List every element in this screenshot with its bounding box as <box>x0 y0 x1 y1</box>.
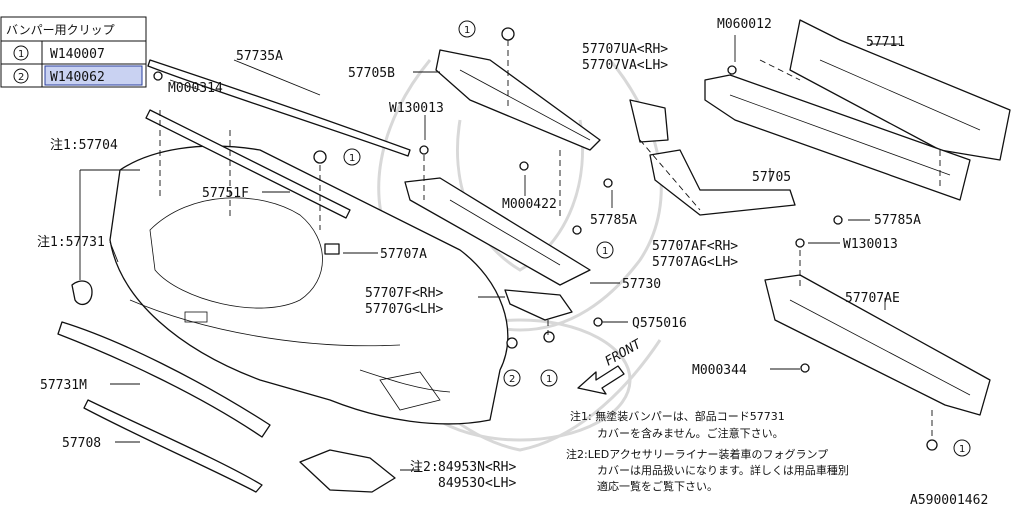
callout-clip1-far-right: 1 <box>959 444 965 455</box>
label-57707UA[interactable]: 57707UA<RH> <box>582 42 668 57</box>
part-57708-strip[interactable] <box>83 399 263 493</box>
clip-table-row2-highlight <box>44 65 143 86</box>
label-57731[interactable]: 注1:57731 <box>37 235 105 250</box>
label-note2-prefix: 注2: <box>410 460 439 475</box>
label-57708[interactable]: 57708 <box>62 436 101 451</box>
label-84953O[interactable]: 84953O<LH> <box>438 476 516 491</box>
note2-line3: 適応一覧をご覧下さい。 <box>597 479 718 493</box>
label-57707AF[interactable]: 57707AF<RH> <box>652 239 738 254</box>
part-57705-beam[interactable] <box>704 74 971 201</box>
callout-clip1-mid: 1 <box>349 153 355 164</box>
label-Q575016[interactable]: Q575016 <box>632 316 687 331</box>
label-57707F[interactable]: 57707F<RH> <box>365 286 443 301</box>
label-57707AE[interactable]: 57707AE <box>845 291 900 306</box>
label-M000314[interactable]: M000314 <box>168 81 223 96</box>
assembly-lines <box>159 40 941 440</box>
part-84953N-foglamp-cover[interactable] <box>299 449 396 493</box>
clip-table-title: バンパー用クリップ <box>6 23 115 37</box>
clip-table-row2-mark: 2 <box>18 72 24 83</box>
label-57707A[interactable]: 57707A <box>380 247 427 262</box>
label-W130013-a[interactable]: W130013 <box>389 101 444 116</box>
front-label: FRONT <box>603 336 645 369</box>
fasteners <box>153 27 938 451</box>
clip-table-row1-mark: 1 <box>18 49 24 60</box>
label-M060012[interactable]: M060012 <box>717 17 772 32</box>
label-57707VA[interactable]: 57707VA<LH> <box>582 58 668 73</box>
label-57785A-a[interactable]: 57785A <box>590 213 637 228</box>
label-57711[interactable]: 57711 <box>866 35 905 50</box>
part-57711-reinforcement[interactable] <box>789 19 1011 161</box>
clip-table-row2-code[interactable]: W140062 <box>50 70 105 85</box>
notes: 注1: 無塗装バンパーは、部品コード57731 カバーを含みません。ご注意下さい… <box>566 409 849 493</box>
part-57735A-strip[interactable] <box>147 59 411 157</box>
label-57785A-b[interactable]: 57785A <box>874 213 921 228</box>
part-57705B-beam[interactable] <box>435 49 601 151</box>
clip-callouts: 1 1 1 2 1 1 <box>343 20 971 457</box>
note1-line1: 注1: 無塗装バンパーは、部品コード57731 <box>570 409 785 423</box>
part-57730-absorber[interactable] <box>404 177 591 286</box>
label-57751F[interactable]: 57751F <box>202 186 249 201</box>
callout-clip1-bottom: 1 <box>546 374 552 385</box>
label-57735A[interactable]: 57735A <box>236 49 283 64</box>
part-57707A-clip[interactable] <box>324 243 340 255</box>
label-57730[interactable]: 57730 <box>622 277 661 292</box>
part-57751F-bracket[interactable] <box>145 109 351 219</box>
label-M000344[interactable]: M000344 <box>692 363 747 378</box>
part-57707AF-bracket[interactable] <box>649 149 796 216</box>
callout-clip1-top: 1 <box>464 25 470 36</box>
label-57705B[interactable]: 57705B <box>348 66 395 81</box>
label-84953N[interactable]: 84953N<RH> <box>438 460 516 475</box>
note1-line2: カバーを含みません。ご注意下さい。 <box>597 426 784 440</box>
clip-table: バンパー用クリップ 1 W140007 2 W140062 <box>0 16 147 88</box>
part-57707UA-bracket[interactable] <box>629 99 669 143</box>
label-57704[interactable]: 注1:57704 <box>50 138 118 153</box>
part-57707F-bracket[interactable] <box>504 289 573 321</box>
label-M000422[interactable]: M000422 <box>502 197 557 212</box>
clip-table-row1-code[interactable]: W140007 <box>50 47 105 62</box>
callout-clip2-bottom: 2 <box>509 374 515 385</box>
diagram-code: A590001462 <box>910 493 988 508</box>
label-57707G[interactable]: 57707G<LH> <box>365 302 443 317</box>
part-labels: 57735A M000314 57705B W130013 57707UA<RH… <box>37 17 921 491</box>
note2-line1: 注2:LEDアクセサリーライナー装着車のフォグランプ <box>566 447 828 461</box>
callout-clip1-right: 1 <box>602 246 608 257</box>
part-57731-cover[interactable] <box>71 280 93 306</box>
note2-line2: カバーは用品扱いになります。詳しくは用品車種別 <box>597 463 849 477</box>
leader-lines <box>79 35 900 471</box>
label-57705[interactable]: 57705 <box>752 170 791 185</box>
label-W130013-b[interactable]: W130013 <box>843 237 898 252</box>
label-57731M[interactable]: 57731M <box>40 378 87 393</box>
part-57704-front-bumper[interactable] <box>109 145 509 425</box>
label-57707AG[interactable]: 57707AG<LH> <box>652 255 738 270</box>
part-57731M-lower-grille[interactable] <box>57 321 271 438</box>
